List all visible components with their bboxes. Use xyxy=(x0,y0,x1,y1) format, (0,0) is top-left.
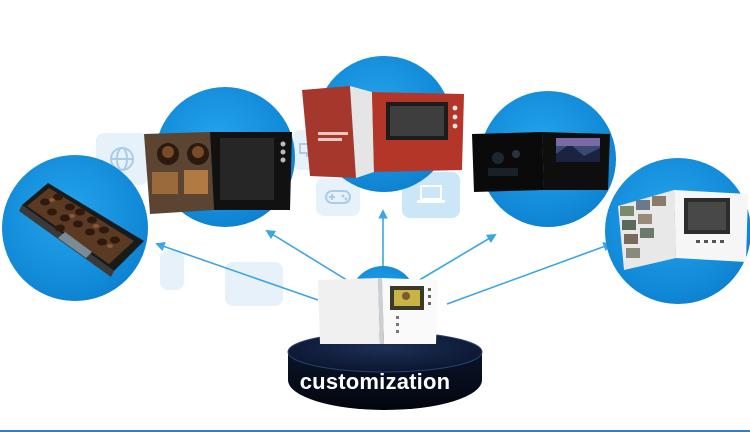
black-card-night-landscape xyxy=(472,132,610,192)
arrow-to-black-card xyxy=(265,229,351,283)
coffee-bean-lid-card xyxy=(19,183,144,277)
arrow-to-travel-card xyxy=(446,242,613,305)
arrow-to-coffee-bean-card xyxy=(155,241,319,301)
bottom-divider xyxy=(0,430,750,432)
laptop-icon xyxy=(402,172,460,218)
background-panel xyxy=(160,250,184,290)
white-base-video-card xyxy=(318,278,438,344)
red-open-card xyxy=(302,86,464,178)
white-card-travel-photos xyxy=(618,190,748,270)
arrow-to-night-card xyxy=(415,234,497,283)
black-card-coffee-cups xyxy=(144,132,292,214)
caption-customization: customization xyxy=(299,369,451,394)
